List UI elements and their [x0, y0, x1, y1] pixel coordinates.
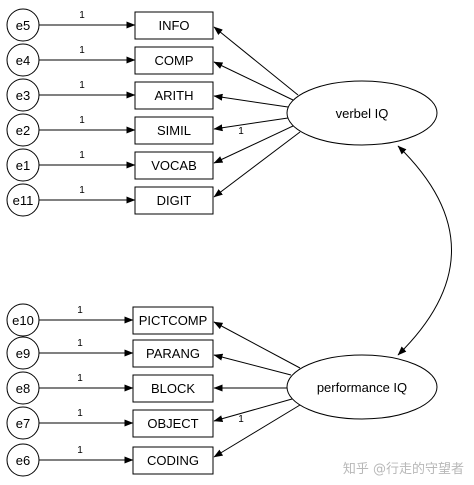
factor-loading-arrow [213, 93, 289, 108]
error-label: e1 [16, 158, 30, 173]
indicator-label: SIMIL [157, 123, 191, 138]
indicator-label: PARANG [146, 346, 200, 361]
error-label: e10 [12, 313, 34, 328]
factor-loading-arrow [213, 26, 299, 96]
latent-verbal-iq: verbel IQ [286, 80, 438, 146]
error-label: e3 [16, 88, 30, 103]
indicator-label: PICTCOMP [139, 313, 208, 328]
row-e2-simil: e2 1 SIMIL 1 [6, 113, 289, 147]
indicator-box [132, 374, 214, 403]
indicator-label: OBJECT [147, 416, 198, 431]
error-path-weight: 1 [77, 338, 83, 349]
error-path-weight: 1 [77, 305, 83, 316]
error-path-weight: 1 [77, 445, 83, 456]
indicator-label: INFO [158, 18, 189, 33]
indicator-label: CODING [147, 453, 199, 468]
factor-loading-arrow [213, 131, 301, 198]
indicator-label: COMP [155, 53, 194, 68]
indicator-box [132, 339, 214, 368]
latent-performance-iq-label: performance IQ [317, 380, 407, 395]
row-e11-digit: e11 1 DIGIT [6, 131, 301, 217]
indicator-label: ARITH [155, 88, 194, 103]
row-e6-coding: e6 1 CODING [6, 404, 301, 477]
factor-loading-arrow [213, 398, 293, 423]
row-e10-pictcomp: e10 1 PICTCOMP [6, 303, 301, 369]
factor-loading-arrow [213, 353, 292, 376]
indicator-box [134, 116, 214, 145]
watermark-text: 知乎 @行走的守望者 [342, 462, 464, 477]
factor-loading-arrow [213, 117, 289, 132]
indicator-box [134, 186, 214, 215]
error-label: e5 [16, 18, 30, 33]
error-label: e2 [16, 123, 30, 138]
error-path-weight: 1 [79, 150, 85, 161]
indicator-box [132, 409, 214, 438]
error-label: e11 [13, 193, 34, 208]
indicator-box [132, 446, 214, 475]
latent-verbal-iq-label: verbel IQ [336, 106, 389, 121]
indicator-box [134, 81, 214, 110]
latent-performance-iq: performance IQ [286, 354, 438, 420]
indicator-box [134, 46, 214, 75]
factor-loading-arrow [213, 404, 301, 458]
indicator-label: BLOCK [151, 381, 195, 396]
error-label: e4 [16, 53, 30, 68]
factor-loading-arrow [213, 321, 301, 369]
indicator-box [132, 306, 214, 335]
latent-covariance-arrow [397, 145, 452, 356]
indicator-box [134, 11, 214, 40]
fixed-loading-label: 1 [238, 126, 244, 137]
error-path-weight: 1 [77, 408, 83, 419]
fixed-loading-label: 1 [238, 414, 244, 425]
error-label: e9 [16, 346, 30, 361]
row-e1-vocab: e1 1 VOCAB [6, 125, 294, 182]
error-label: e7 [16, 416, 30, 431]
indicator-box [134, 151, 214, 180]
row-e5-info: e5 1 INFO [6, 8, 299, 96]
error-path-weight: 1 [77, 373, 83, 384]
factor-loading-arrow [213, 125, 294, 164]
error-path-weight: 1 [79, 10, 85, 21]
error-label: e6 [16, 453, 30, 468]
error-path-weight: 1 [79, 115, 85, 126]
row-e8-block: e8 1 BLOCK [6, 371, 287, 405]
row-e4-comp: e4 1 COMP [6, 43, 294, 101]
row-e9-parang: e9 1 PARANG [6, 336, 292, 376]
error-label: e8 [16, 381, 30, 396]
row-e7-object: e7 1 OBJECT 1 [6, 398, 293, 440]
indicator-label: VOCAB [151, 158, 197, 173]
error-path-weight: 1 [79, 185, 85, 196]
error-path-weight: 1 [79, 80, 85, 91]
error-path-weight: 1 [79, 45, 85, 56]
row-e3-arith: e3 1 ARITH [6, 78, 289, 112]
factor-loading-arrow [213, 61, 294, 101]
indicator-label: DIGIT [157, 193, 192, 208]
